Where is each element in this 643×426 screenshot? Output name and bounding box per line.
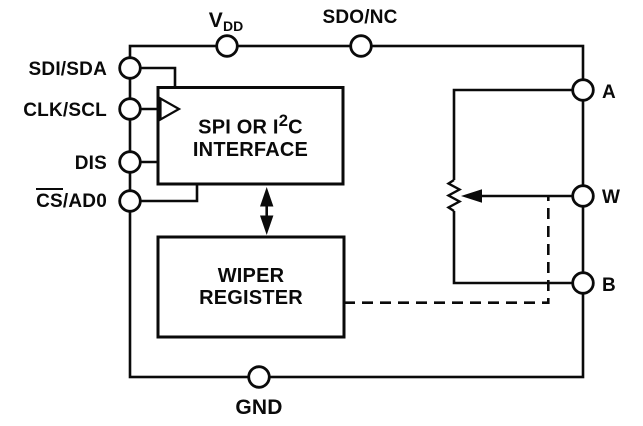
cs-ad0-pin-label: CS/AD0 — [0, 188, 107, 212]
wiper-register-block-box — [156, 235, 346, 339]
vdd-pin-label: VDD — [208, 9, 244, 34]
cs-ad0-branch-wire — [140, 184, 199, 203]
cs-overline-text: CS — [36, 188, 63, 212]
terminal-b-pin-circle — [571, 271, 595, 295]
terminal-a-pin-circle — [571, 78, 595, 102]
bidirectional-arrow-up-icon — [260, 187, 274, 207]
interface-line1-post: C — [288, 116, 303, 139]
clk-scl-pin-circle — [118, 97, 142, 121]
dis-pin-circle — [118, 150, 142, 174]
vdd-pin-circle — [215, 34, 239, 58]
interface-line1-superscript: 2 — [278, 111, 289, 131]
interface-block-box — [156, 86, 345, 186]
gnd-pin-circle — [247, 365, 271, 389]
sdi-sda-branch-wire — [140, 66, 177, 88]
sdi-sda-pin-circle — [118, 56, 142, 80]
terminal-w-pin-label: W — [602, 187, 621, 208]
bidirectional-arrow-down-icon — [260, 215, 274, 235]
gnd-pin-label: GND — [235, 396, 283, 419]
wiper-register-block-label: WIPER REGISTER — [158, 237, 344, 337]
vdd-label-subscript: DD — [222, 18, 244, 34]
dis-pin-label: DIS — [74, 153, 107, 174]
clock-buffer-icon — [159, 96, 182, 122]
cs-ad0-pin-circle — [118, 189, 142, 213]
interface-line1-pre: SPI OR I — [198, 116, 279, 139]
wiper-register-dashed-connection — [344, 197, 550, 304]
terminal-w-pin-circle — [571, 184, 595, 208]
sdo-nc-pin-circle — [349, 34, 373, 58]
interface-block-label: SPI OR I2C INTERFACE — [158, 88, 343, 184]
vdd-label-main: V — [208, 9, 223, 32]
interface-block-line2: INTERFACE — [192, 139, 309, 162]
wiper-register-line1: WIPER — [217, 264, 285, 287]
clk-scl-pin-label: CLK/SCL — [23, 100, 107, 121]
wiper-arrow-icon — [461, 189, 482, 203]
terminal-a-branch-wire — [452, 88, 583, 180]
ad0-text: /AD0 — [62, 191, 107, 212]
terminal-b-pin-label: B — [602, 275, 616, 296]
sdo-nc-pin-label: SDO/NC — [322, 7, 398, 28]
wiper-register-line2: REGISTER — [199, 287, 303, 309]
terminal-b-branch-wire — [452, 211, 583, 285]
interface-block-line1: SPI OR I2C — [198, 110, 303, 139]
terminal-a-pin-label: A — [602, 82, 616, 103]
potentiometer-resistor-icon — [445, 178, 463, 213]
sdi-sda-pin-label: SDI/SDA — [28, 59, 107, 80]
